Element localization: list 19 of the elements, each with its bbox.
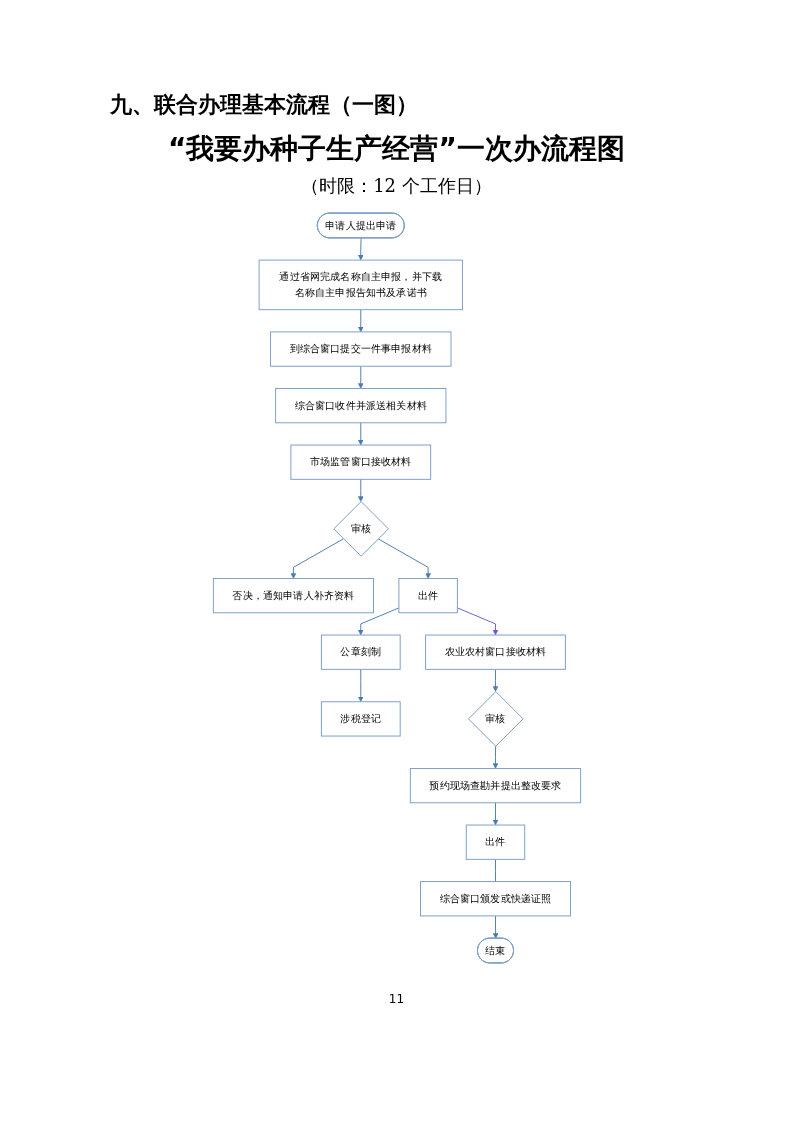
node-box: 预约现场查勘并提出整改要求 — [409, 768, 581, 804]
node-diamond: 审核 — [467, 691, 524, 747]
time-limit-note: （时限：12 个工作日） — [300, 174, 493, 198]
node-box: 通过省网完成名称自主申报，并下载名称自主申报告知书及承诺书 — [258, 259, 463, 311]
node-box: 出件 — [397, 578, 458, 614]
node-box: 到综合窗口提交一件事申报材料 — [269, 331, 451, 367]
node-box: 否决，通知申请人补齐资料 — [212, 578, 374, 614]
node-box: 涉税登记 — [320, 701, 401, 737]
connector — [494, 858, 496, 883]
diagram-title: “我要办种子生产经营”一次办流程图 — [167, 131, 626, 167]
node-box: 公章刻制 — [320, 634, 401, 670]
node-box: 综合窗口收件并派送相关材料 — [274, 388, 446, 424]
node-box: 出件 — [465, 824, 525, 860]
node-box: 市场监管窗口接收材料 — [289, 444, 431, 480]
section-heading: 九、联合办理基本流程（一图） — [110, 91, 419, 119]
page-number: 11 — [387, 992, 406, 1006]
node-box: 农业农村窗口接收材料 — [424, 634, 566, 670]
node-diamond: 审核 — [332, 501, 389, 557]
node-box: 综合窗口颁发或快递证照 — [419, 881, 571, 917]
